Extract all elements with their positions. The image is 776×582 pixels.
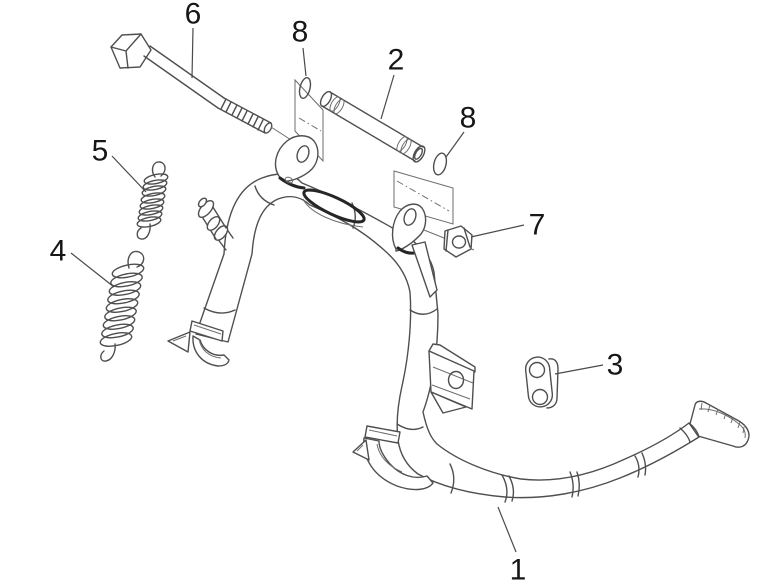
bend-joint-line	[396, 423, 424, 431]
o-ring-front	[298, 77, 312, 99]
stand-foot-right	[352, 425, 434, 491]
callout-7: 7	[470, 209, 546, 242]
pivot-lug-right	[391, 203, 427, 252]
callout-4: 4	[50, 235, 115, 288]
callout-2: 2	[380, 44, 405, 120]
center-stand-frame	[167, 135, 750, 503]
stand-stop-fin	[411, 241, 438, 298]
descender-joint-line	[409, 308, 438, 315]
part-number-1[interactable]: 1	[510, 554, 527, 582]
stand-pedal-tip	[679, 400, 750, 448]
lug-weld-right	[396, 246, 416, 255]
frame-plane-right	[393, 170, 454, 225]
pivot-pin	[319, 90, 426, 163]
leg-joint-line	[203, 307, 236, 314]
part-number-8-front[interactable]: 8	[292, 16, 309, 49]
o-ring-rear	[432, 152, 448, 176]
stand-spring-small	[136, 161, 169, 240]
part-number-6[interactable]: 6	[185, 0, 202, 31]
leader-line	[380, 74, 395, 120]
lug-weld-left	[278, 176, 306, 190]
part-number-8-rear[interactable]: 8	[460, 102, 477, 135]
stand-spring-large	[99, 250, 145, 362]
stand-foot-left	[167, 320, 230, 367]
spring-bracket	[428, 343, 476, 414]
callout-8-front: 8	[292, 16, 309, 77]
leader-line	[111, 155, 147, 193]
leader-line	[191, 27, 194, 79]
callout-3: 3	[554, 349, 624, 382]
arch-inner-contour	[254, 185, 275, 206]
part-number-4[interactable]: 4	[50, 235, 67, 268]
part-number-5[interactable]: 5	[92, 135, 109, 168]
part-number-2[interactable]: 2	[388, 44, 405, 77]
leader-line	[445, 131, 465, 158]
callout-8-rear: 8	[445, 102, 477, 158]
callout-5: 5	[92, 135, 147, 193]
frame-plane-left	[294, 78, 324, 163]
buffer-pad	[524, 356, 559, 409]
leader-line	[70, 252, 115, 288]
leader-line	[470, 224, 525, 238]
part-number-7[interactable]: 7	[529, 209, 546, 242]
callout-1: 1	[497, 506, 527, 582]
pivot-slot	[302, 188, 366, 224]
hex-nut	[423, 225, 475, 258]
leader-line	[497, 506, 517, 553]
callouts: 6 8 2 8 5 4 7 3	[50, 0, 624, 582]
leader-line	[554, 364, 604, 375]
hex-bolt	[110, 33, 303, 148]
leader-line	[302, 47, 307, 77]
callout-6: 6	[185, 0, 202, 79]
grease-nipple	[197, 197, 234, 251]
part-number-3[interactable]: 3	[607, 349, 624, 382]
